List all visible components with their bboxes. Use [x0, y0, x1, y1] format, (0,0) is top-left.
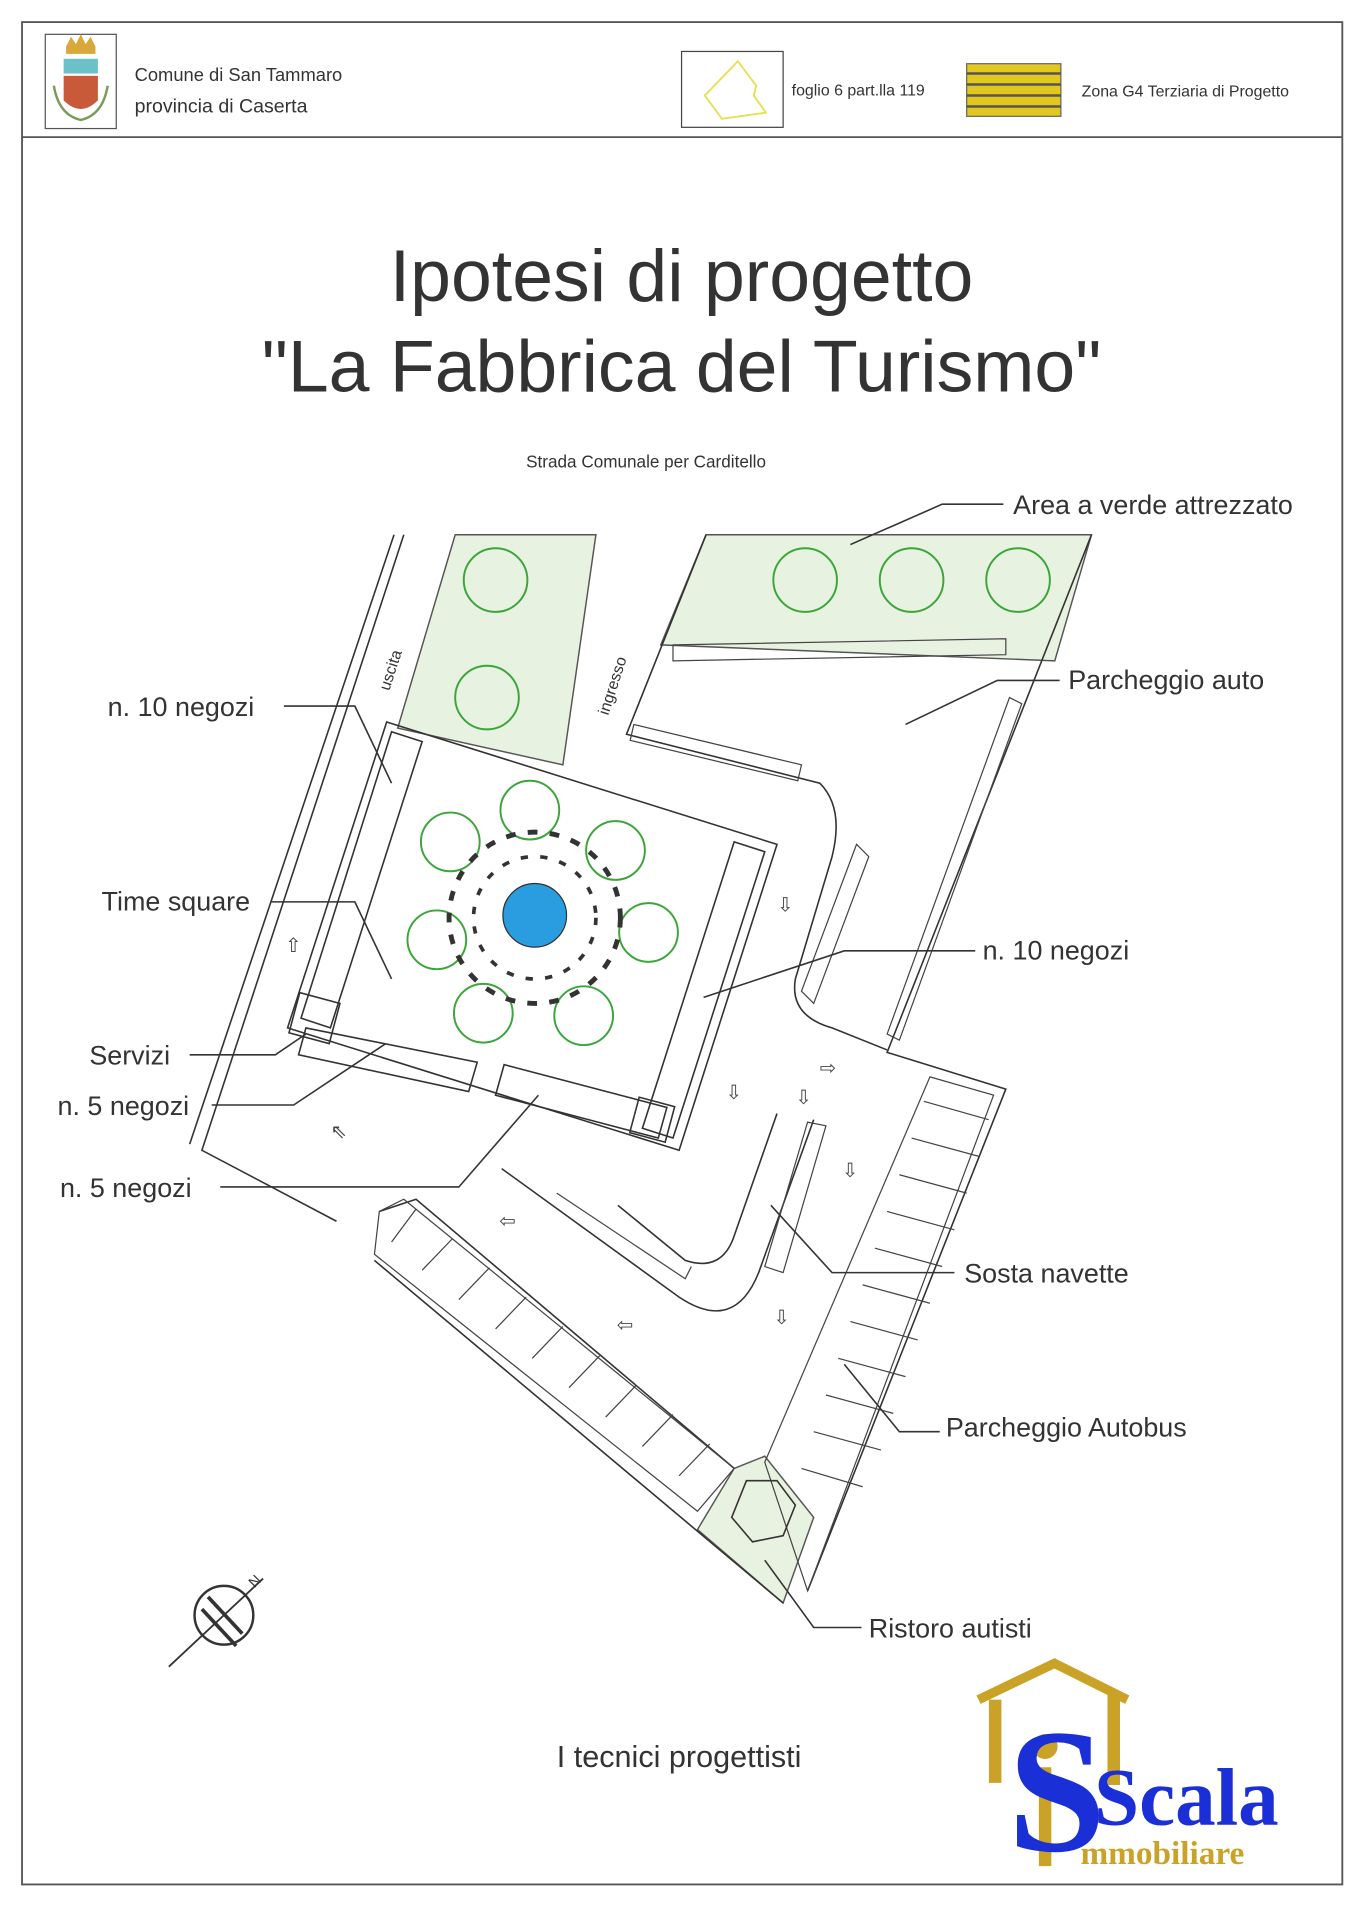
shops-block-5b [494, 1063, 668, 1140]
label-shuttle-stop: Sosta navette [964, 1258, 1129, 1288]
zone-legend-swatch [966, 63, 1062, 117]
svg-text:S: S [1008, 1693, 1106, 1889]
driver-rest-kiosk [730, 1479, 797, 1543]
logo-brand-text: Scala [1094, 1752, 1279, 1842]
green-area-top [659, 534, 1093, 662]
car-parking-stalls [629, 638, 1023, 1042]
title-line-1: Ipotesi di progetto [390, 235, 974, 317]
sheet-border [21, 21, 1344, 1886]
scala-immobiliare-logo: S Scala mmobiliare [976, 1658, 1279, 1889]
trees [406, 547, 1051, 1047]
green-area-rest [696, 1455, 815, 1605]
north-arrow-icon: N [168, 1572, 265, 1668]
label-shops-5-b: n. 5 negozi [60, 1173, 192, 1203]
time-square-plaza [286, 721, 779, 1152]
svg-text:⇨: ⇨ [820, 1056, 836, 1079]
title-line-2: "La Fabbrica del Turismo" [262, 326, 1102, 408]
green-area-left [396, 534, 597, 766]
municipality-name: Comune di San Tammaro [135, 64, 343, 85]
label-shops-10-left: n. 10 negozi [108, 692, 255, 722]
svg-text:⇖: ⇖ [330, 1120, 346, 1143]
svg-text:⇩: ⇩ [773, 1306, 789, 1329]
logo-sub-text: mmobiliare [1080, 1835, 1244, 1872]
svg-text:⇦: ⇦ [499, 1209, 515, 1232]
north-label: N [246, 1572, 265, 1591]
municipal-crest [44, 33, 117, 130]
svg-text:⇩: ⇩ [777, 894, 793, 917]
label-car-parking: Parcheggio auto [1068, 665, 1264, 695]
shops-block-left [300, 730, 424, 1029]
label-bus-parking: Parcheggio Autobus [946, 1413, 1187, 1443]
zone-legend-label: Zona G4 Terziaria di Progetto [1082, 84, 1289, 101]
svg-text:⇩: ⇩ [842, 1159, 858, 1182]
fountain [502, 882, 568, 948]
label-shops-10-right: n. 10 negozi [983, 935, 1130, 965]
svg-text:⇩: ⇩ [726, 1081, 742, 1104]
province-name: provincia di Caserta [135, 96, 308, 118]
shops-block-right [641, 840, 766, 1140]
label-green-area: Area a verde attrezzato [1013, 490, 1293, 520]
exit-label: uscita [377, 648, 406, 693]
svg-text:⇦: ⇦ [617, 1313, 633, 1336]
label-services: Servizi [89, 1041, 170, 1071]
services-block [288, 991, 341, 1045]
site-plan: ⇧ ⇩ ⇩ ⇩ ⇩ ⇩ ⇨ ⇖ ⇦ ⇦ uscita ingresso [188, 534, 1093, 1605]
parcel-legend-swatch [680, 50, 784, 128]
signature-label: I tecnici progettisti [557, 1740, 802, 1774]
svg-text:⇧: ⇧ [285, 934, 301, 957]
leader-lines [189, 503, 1060, 1629]
label-shops-5-a: n. 5 negozi [58, 1091, 190, 1121]
road-label: Strada Comunale per Carditello [526, 451, 766, 471]
svg-text:⇩: ⇩ [795, 1086, 811, 1109]
label-driver-rest: Ristoro autisti [869, 1613, 1032, 1643]
parcel-legend-label: foglio 6 part.lla 119 [792, 83, 925, 100]
shops-block-5a [297, 1026, 479, 1093]
entrance-label: ingresso [596, 655, 631, 718]
bus-parking-stalls [373, 1076, 995, 1593]
label-time-square: Time square [102, 886, 251, 916]
